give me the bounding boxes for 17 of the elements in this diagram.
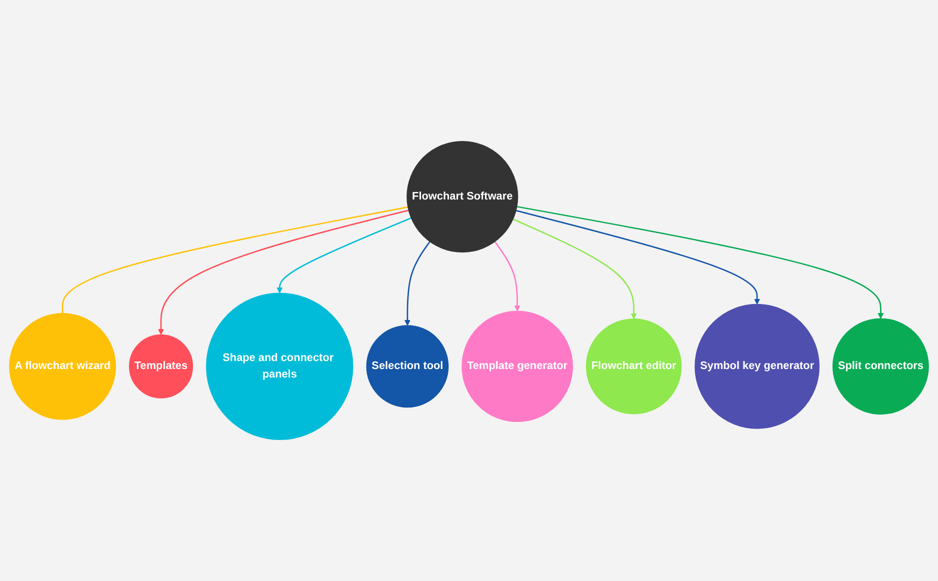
- node-circle: A flowchart wizard: [9, 312, 116, 420]
- connector: [62, 206, 408, 314]
- arrow: [158, 210, 409, 335]
- node-circle: Selection tool: [366, 325, 449, 408]
- arrow: [404, 241, 430, 326]
- arrow: [276, 217, 412, 294]
- node-circle: Flowchart Software: [406, 140, 518, 252]
- node-circle: Symbol key generator: [694, 304, 820, 429]
- node-circle: Split connectors: [832, 318, 929, 415]
- node-circle: Shape and connector panels: [206, 292, 354, 440]
- arrow: [512, 218, 637, 320]
- arrow: [494, 241, 520, 312]
- node-circle: Templates: [128, 334, 194, 398]
- node-circle: Flowchart editor: [586, 318, 682, 414]
- arrow: [516, 210, 760, 305]
- node-circle: Template generator: [462, 310, 573, 422]
- arrow: [516, 206, 884, 319]
